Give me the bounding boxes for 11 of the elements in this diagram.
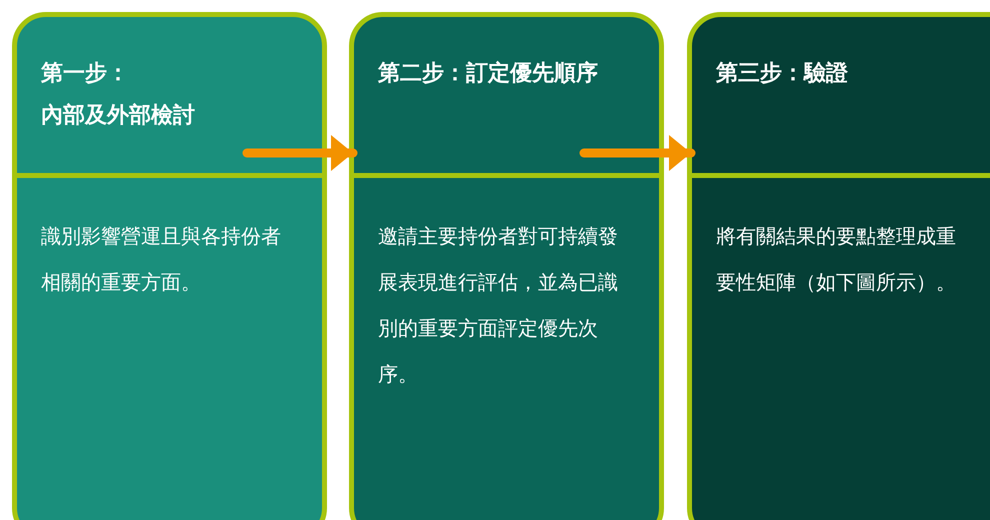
step-card [12,12,327,520]
step-description: 邀請主要持份者對可持續發展表現進行評估，並為已識別的重要方面評定優先次序。 [378,223,619,388]
arrow [242,135,358,171]
arrow [580,135,696,171]
step-heading: 第二步：訂定優先順序 [378,60,599,88]
step-description: 將有關結果的要點整理成重要性矩陣（如下圖所示）。 [716,223,957,296]
step-card [687,12,990,520]
step-description: 識別影響營運且與各持份者相關的重要方面。 [41,223,282,296]
step-heading: 第一步：內部及外部檢討 [41,60,196,130]
step-card [349,12,664,520]
step-heading: 第三步：驗證 [716,60,849,88]
